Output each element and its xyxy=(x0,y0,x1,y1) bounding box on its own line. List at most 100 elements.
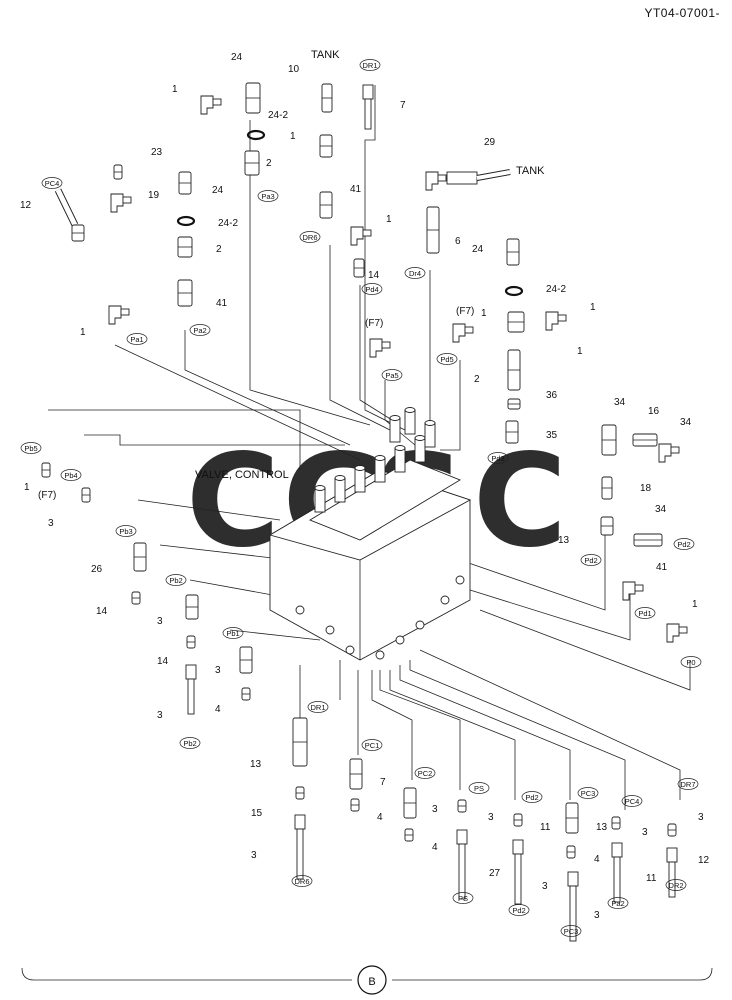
fittings xyxy=(41,82,688,942)
callout-number: 2 xyxy=(474,374,480,385)
hose xyxy=(569,885,577,942)
callout-number: 34 xyxy=(680,417,692,428)
hose-end xyxy=(294,814,306,830)
watermark-letter: C xyxy=(186,427,280,576)
port-label: PC3 xyxy=(564,927,579,936)
callout-number: 24-2 xyxy=(268,110,288,121)
callout-number: 29 xyxy=(484,137,496,148)
callout-number: 3 xyxy=(215,665,221,676)
center-label: VALVE, CONTROL xyxy=(195,469,289,481)
port-label: Pd4 xyxy=(365,285,378,294)
callout-number: 34 xyxy=(614,397,626,408)
callout-number: 23 xyxy=(151,147,163,158)
hose-end xyxy=(512,839,524,855)
port-label: Pb4 xyxy=(64,471,77,480)
hose-end xyxy=(611,842,623,858)
callout-number: 27 xyxy=(489,868,501,879)
port-label: PC4 xyxy=(625,797,640,806)
callout-number: 1 xyxy=(590,302,596,313)
control-valve-body xyxy=(268,407,472,661)
port-label: Pd2 xyxy=(525,793,538,802)
callout-number: 11 xyxy=(540,822,551,833)
callout-number: 18 xyxy=(640,483,652,494)
callout-number: 1 xyxy=(692,599,698,610)
port-label: DR6 xyxy=(302,233,317,242)
port-label: PS xyxy=(474,784,484,793)
tank-label: TANK xyxy=(516,165,545,177)
callout-number: 3 xyxy=(432,804,438,815)
hose xyxy=(458,843,466,900)
callout-number: 24-2 xyxy=(218,218,238,229)
callout-number: 1 xyxy=(172,84,178,95)
callout-number: 1 xyxy=(577,346,583,357)
port-label: Dr4 xyxy=(409,269,421,278)
elbow-fitting xyxy=(452,323,466,343)
callout-number: 4 xyxy=(215,704,221,715)
hose xyxy=(364,98,372,130)
tank-label: TANK xyxy=(311,49,340,61)
callout-number: 1 xyxy=(290,131,296,142)
callout-number: 13 xyxy=(596,822,608,833)
callout-number: 3 xyxy=(251,850,257,861)
elbow-fitting xyxy=(545,311,559,331)
port-label: PC1 xyxy=(365,741,380,750)
o-ring xyxy=(246,129,266,141)
hose-end xyxy=(666,847,678,863)
callout-number: 3 xyxy=(642,827,648,838)
port-label: Pd2 xyxy=(677,540,690,549)
port-label: Pd2 xyxy=(512,906,525,915)
port-label: Pb3 xyxy=(119,527,132,536)
callout-number: 11 xyxy=(646,873,657,884)
callout-number: 1 xyxy=(24,482,30,493)
callout-number: 10 xyxy=(288,64,300,75)
callout-number: 34 xyxy=(655,504,667,515)
callout-number: 3 xyxy=(48,518,54,529)
callout-number: 12 xyxy=(20,200,32,211)
callout-number: 3 xyxy=(542,881,548,892)
port-label: PC3 xyxy=(581,789,596,798)
callout-number: 1 xyxy=(80,327,86,338)
callout-number: 3 xyxy=(594,910,600,921)
callout-number: 4 xyxy=(594,854,600,865)
port-label: Pd2 xyxy=(584,556,597,565)
o-ring xyxy=(176,215,196,227)
hose xyxy=(187,678,195,715)
elbow-fitting xyxy=(350,226,364,246)
port-label: Pa1 xyxy=(130,335,143,344)
hose-end xyxy=(185,664,197,680)
callout-number: 19 xyxy=(148,190,160,201)
routing-lines xyxy=(21,85,713,981)
port-label: DR1 xyxy=(310,703,325,712)
callout-number: 4 xyxy=(377,812,383,823)
port-label: DR7 xyxy=(680,780,695,789)
hose xyxy=(296,828,304,880)
callout-number: 3 xyxy=(157,710,163,721)
elbow-fitting xyxy=(666,623,680,643)
f7-label: (F7) xyxy=(365,318,383,329)
hose-end xyxy=(456,829,468,845)
callout-number: 3 xyxy=(698,812,704,823)
callout-number: 2 xyxy=(216,244,222,255)
watermark-letter: C xyxy=(473,427,567,576)
callout-number: 41 xyxy=(656,562,668,573)
callout-number: 36 xyxy=(546,390,558,401)
callout-number: 24 xyxy=(231,52,243,63)
elbow-fitting xyxy=(108,305,122,325)
callout-number: 16 xyxy=(648,406,660,417)
port-label: DR2 xyxy=(668,881,683,890)
callout-number: 15 xyxy=(251,808,263,819)
callout-number: 41 xyxy=(350,184,362,195)
port-label: Pd1 xyxy=(638,609,651,618)
elbow-fitting xyxy=(425,171,439,191)
port-label: Pb2 xyxy=(169,576,182,585)
port-label: PS xyxy=(458,894,468,903)
o-ring xyxy=(504,285,524,297)
elbow-fitting xyxy=(369,338,383,358)
callout-number: 24-2 xyxy=(546,284,566,295)
f7-label: (F7) xyxy=(38,490,56,501)
hose xyxy=(514,853,522,905)
port-label: Pa5 xyxy=(385,371,398,380)
callout-number: 1 xyxy=(481,308,487,319)
hose-end xyxy=(362,84,374,100)
